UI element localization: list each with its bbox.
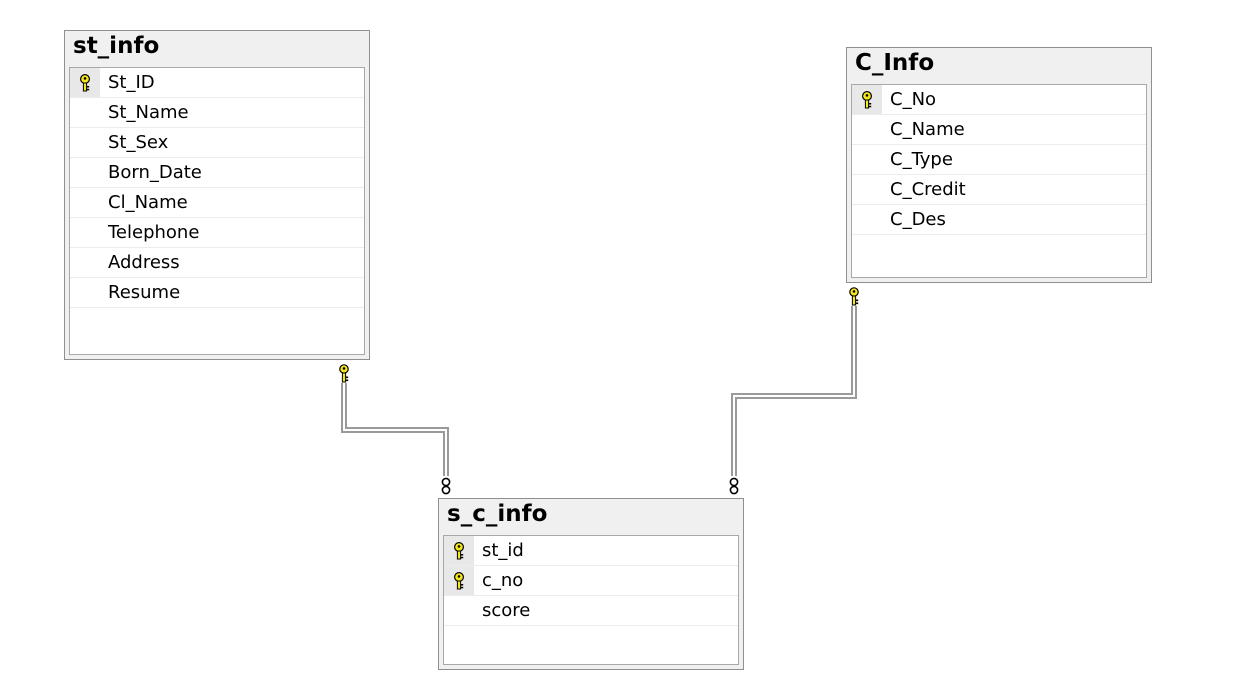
row-selector[interactable] (852, 175, 882, 204)
column-name: score (482, 600, 531, 621)
column-name: Cl_Name (108, 192, 188, 213)
key-icon (339, 364, 349, 383)
column-name: St_Name (108, 102, 189, 123)
column-name: Born_Date (108, 162, 202, 183)
row-selector[interactable] (852, 205, 882, 234)
row-selector[interactable] (444, 536, 474, 565)
column-row[interactable]: St_Sex (70, 128, 364, 158)
row-selector[interactable] (852, 85, 882, 114)
row-selector[interactable] (70, 188, 100, 217)
column-name: c_no (482, 570, 524, 591)
row-selector[interactable] (852, 145, 882, 174)
column-row[interactable]: C_Credit (852, 175, 1146, 205)
column-name: C_Des (890, 209, 946, 230)
table-title[interactable]: s_c_info (447, 501, 548, 527)
column-row[interactable]: C_Type (852, 145, 1146, 175)
column-row[interactable]: Telephone (70, 218, 364, 248)
column-name: St_ID (108, 72, 155, 93)
row-selector[interactable] (444, 566, 474, 595)
row-selector[interactable] (444, 596, 474, 625)
primary-key-icon (454, 542, 464, 560)
infinity-icon (729, 477, 739, 495)
relationship-line-st-info-to-s-c-info[interactable] (339, 364, 451, 495)
column-name: C_Name (890, 119, 965, 140)
row-selector[interactable] (70, 68, 100, 97)
column-name: C_Type (890, 149, 953, 170)
column-name: Resume (108, 282, 181, 303)
primary-key-icon (862, 91, 872, 109)
column-row[interactable]: C_Name (852, 115, 1146, 145)
column-name: Address (108, 252, 180, 273)
row-selector[interactable] (70, 98, 100, 127)
primary-key-icon (80, 74, 90, 92)
infinity-icon (441, 477, 451, 495)
row-selector[interactable] (70, 278, 100, 307)
column-name: C_No (890, 89, 937, 110)
row-selector[interactable] (70, 128, 100, 157)
column-row[interactable]: st_id (444, 536, 738, 566)
row-selector[interactable] (70, 248, 100, 277)
table-title[interactable]: st_info (73, 33, 160, 59)
relationship-line-c-info-to-s-c-info[interactable] (729, 287, 859, 495)
key-icon (849, 287, 859, 306)
column-name: St_Sex (108, 132, 169, 153)
row-selector[interactable] (852, 115, 882, 144)
column-row[interactable]: score (444, 596, 738, 626)
column-row[interactable]: Resume (70, 278, 364, 308)
row-selector[interactable] (70, 218, 100, 247)
column-row[interactable]: Born_Date (70, 158, 364, 188)
column-row[interactable]: Cl_Name (70, 188, 364, 218)
column-name: Telephone (108, 222, 200, 243)
column-row[interactable]: c_no (444, 566, 738, 596)
table-title[interactable]: C_Info (855, 50, 935, 76)
row-selector[interactable] (70, 158, 100, 187)
column-row[interactable]: C_No (852, 85, 1146, 115)
column-row[interactable]: St_Name (70, 98, 364, 128)
column-name: st_id (482, 540, 524, 561)
primary-key-icon (454, 572, 464, 590)
column-row[interactable]: C_Des (852, 205, 1146, 235)
column-row[interactable]: Address (70, 248, 364, 278)
column-row[interactable]: St_ID (70, 68, 364, 98)
column-name: C_Credit (890, 179, 966, 200)
